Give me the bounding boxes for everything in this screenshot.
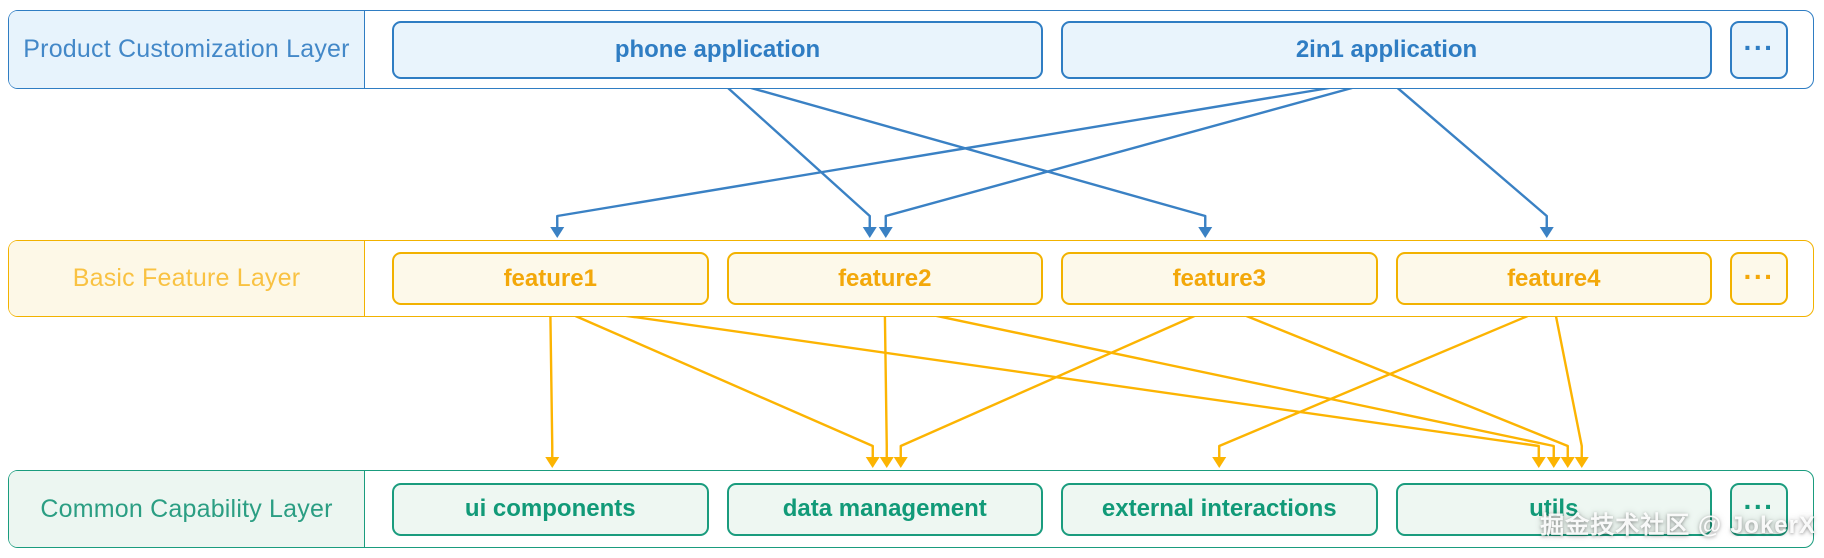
layer-content-feature: feature1 feature2 feature3 feature4 ···	[365, 241, 1813, 316]
node-2in1-application[interactable]: 2in1 application	[1061, 20, 1712, 79]
node-feature3[interactable]: feature3	[1061, 252, 1378, 305]
watermark: 掘金技术社区 @ JokerX	[1540, 512, 1816, 539]
node-ui-components[interactable]: ui components	[392, 482, 709, 536]
node-feature1[interactable]: feature1	[392, 252, 709, 305]
node-utils[interactable]: utils	[1395, 482, 1712, 536]
layer-content-capability: ui components data management external i…	[365, 471, 1813, 547]
layer-content-product: phone application 2in1 application ···	[365, 11, 1813, 88]
more-nodes-button[interactable]: ···	[1730, 482, 1788, 536]
layer-label-common-capability: Common Capability Layer	[9, 471, 365, 547]
more-nodes-button[interactable]: ···	[1730, 20, 1788, 79]
more-nodes-button[interactable]: ···	[1730, 252, 1788, 305]
node-phone-application[interactable]: phone application	[392, 20, 1043, 79]
layer-label-product-customization: Product Customization Layer	[9, 11, 365, 88]
node-feature2[interactable]: feature2	[726, 252, 1043, 305]
node-data-management[interactable]: data management	[726, 482, 1043, 536]
layer-row-common-capability: Common Capability Layer ui components da…	[8, 470, 1814, 548]
node-external-interactions[interactable]: external interactions	[1061, 482, 1378, 536]
layer-label-basic-feature: Basic Feature Layer	[9, 241, 365, 316]
node-feature4[interactable]: feature4	[1395, 252, 1712, 305]
layer-row-basic-feature: Basic Feature Layer feature1 feature2 fe…	[8, 240, 1814, 317]
layer-row-product-customization: Product Customization Layer phone applic…	[8, 10, 1814, 89]
